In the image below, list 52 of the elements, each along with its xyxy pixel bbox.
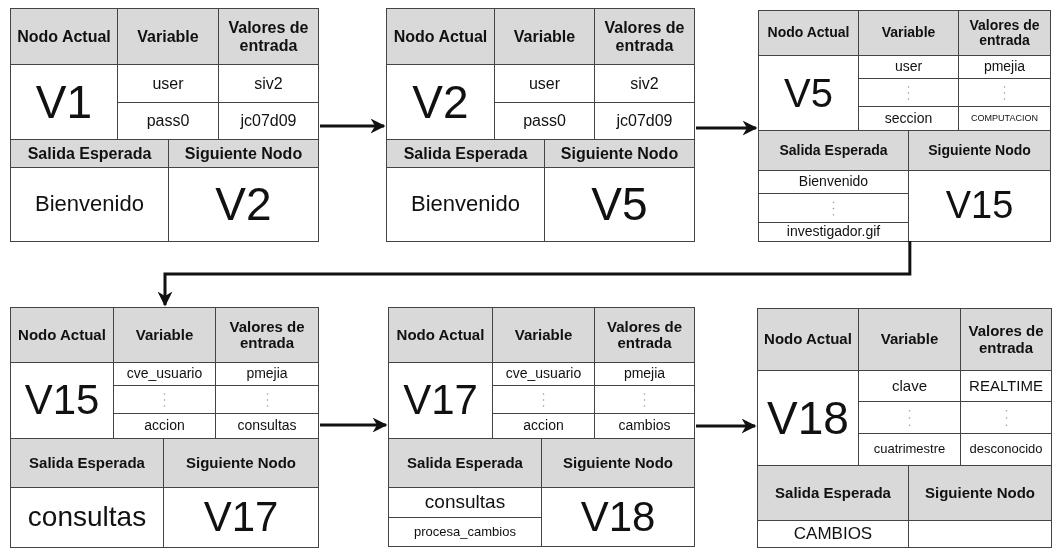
output-cell: investigador.gif: [758, 222, 909, 242]
arrow: [696, 418, 757, 434]
header-cell: Siguiente Nodo: [908, 130, 1051, 171]
header-cell: Siguiente Nodo: [908, 465, 1052, 521]
next-node-cell: V18: [541, 487, 695, 547]
arrow: [320, 118, 386, 134]
header-cell: Valores de entrada: [218, 8, 319, 65]
header-cell: Valores de entrada: [594, 8, 695, 65]
header-cell: Variable: [494, 8, 595, 65]
header-cell: Siguiente Nodo: [168, 139, 319, 168]
header-cell: Variable: [117, 8, 219, 65]
output-cell: consultas: [10, 487, 164, 548]
node-table: [388, 307, 694, 546]
node-table: [758, 10, 1050, 241]
node-table: [10, 307, 318, 547]
header-cell: Variable: [492, 307, 595, 363]
arrow: [157, 241, 912, 307]
header-cell: Valores de entrada: [958, 10, 1051, 56]
output-cell: procesa_cambios: [388, 517, 542, 547]
output-cell: CAMBIOS: [757, 520, 909, 548]
header-cell: Salida Esperada: [10, 139, 169, 168]
header-cell: Siguiente Nodo: [541, 438, 695, 488]
next-node-cell: V17: [163, 487, 319, 548]
next-node-cell: V2: [168, 167, 319, 242]
header-cell: Salida Esperada: [388, 438, 542, 488]
header-cell: Salida Esperada: [758, 130, 909, 171]
header-cell: Variable: [858, 308, 961, 371]
arrow: [320, 417, 388, 433]
output-cell: Bienvenido: [386, 167, 545, 242]
next-node-cell: V5: [544, 167, 695, 242]
header-cell: Variable: [858, 10, 959, 56]
header-cell: Siguiente Nodo: [163, 438, 319, 488]
node-table: [10, 8, 318, 241]
header-cell: Valores de entrada: [215, 307, 319, 363]
header-cell: Salida Esperada: [757, 465, 909, 521]
header-cell: Nodo Actual: [758, 10, 859, 56]
next-node-cell: V15: [908, 170, 1051, 242]
header-cell: Nodo Actual: [388, 307, 493, 363]
header-cell: Siguiente Nodo: [544, 139, 695, 168]
header-cell: Nodo Actual: [386, 8, 495, 65]
header-cell: Salida Esperada: [386, 139, 545, 168]
output-cell: Bienvenido: [10, 167, 169, 242]
header-cell: Nodo Actual: [10, 307, 114, 363]
header-cell: Nodo Actual: [757, 308, 859, 371]
header-cell: Valores de entrada: [960, 308, 1052, 371]
header-cell: Nodo Actual: [10, 8, 118, 65]
node-table: [386, 8, 694, 241]
header-cell: Variable: [113, 307, 216, 363]
arrow: [696, 120, 758, 136]
node-table: [757, 308, 1051, 547]
header-cell: Valores de entrada: [594, 307, 695, 363]
header-cell: Salida Esperada: [10, 438, 164, 488]
